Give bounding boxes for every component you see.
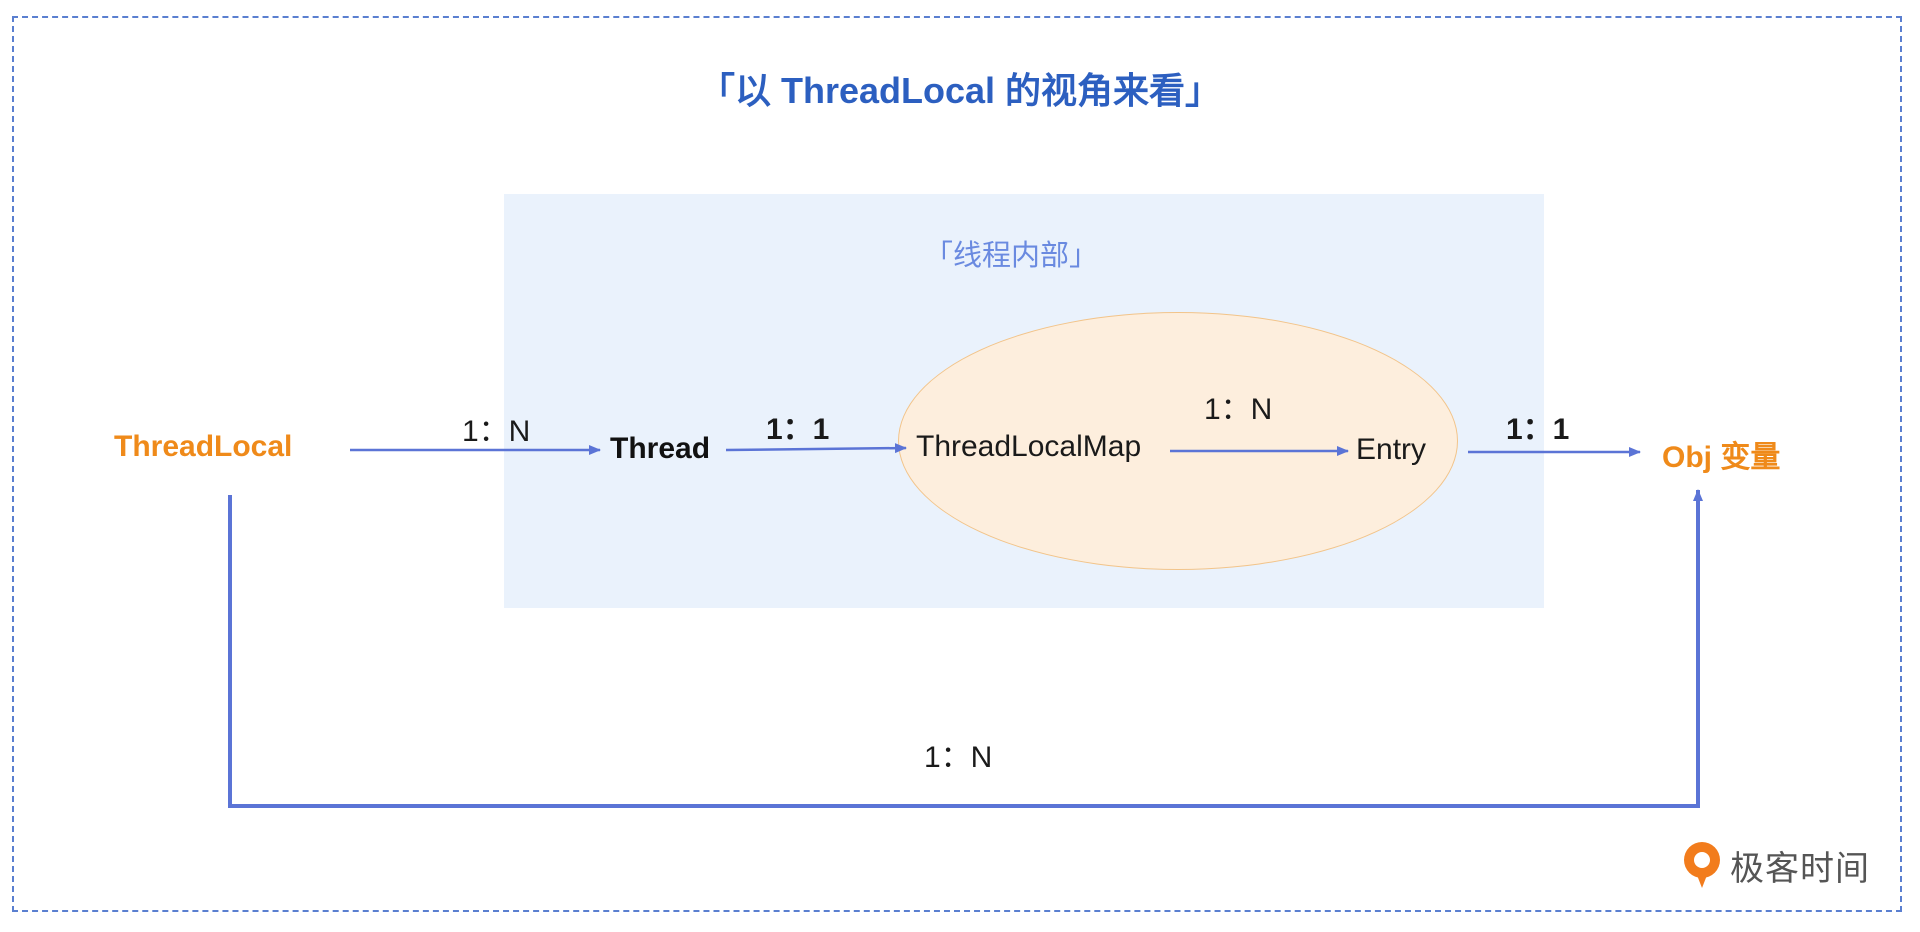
geektime-logo: 极客时间 bbox=[1680, 840, 1870, 890]
ratio-threadlocal-thread: 1：N bbox=[462, 415, 531, 448]
diagram-frame bbox=[12, 16, 1902, 912]
node-thread: Thread bbox=[610, 432, 711, 465]
thread-internal-label: 「线程内部」 bbox=[924, 240, 1099, 272]
ratio-thread-map: 1：1 bbox=[766, 413, 830, 446]
ratio-threadlocal-obj: 1：N bbox=[924, 741, 993, 774]
geektime-logo-icon bbox=[1684, 842, 1720, 888]
ratio-entry-obj: 1：1 bbox=[1506, 413, 1570, 446]
arrow-threadlocal-obj bbox=[228, 489, 1703, 808]
node-threadlocal: ThreadLocal bbox=[114, 430, 293, 463]
ratio-map-entry: 1：N bbox=[1204, 393, 1273, 426]
node-threadlocalmap: ThreadLocalMap bbox=[916, 430, 1142, 463]
logo-text: 极客时间 bbox=[1730, 849, 1870, 888]
diagram-title: 「以 ThreadLocal 的视角来看」 bbox=[698, 70, 1222, 111]
node-entry: Entry bbox=[1356, 433, 1427, 466]
node-obj: Obj 变量 bbox=[1662, 441, 1781, 474]
threadlocalmap-ellipse bbox=[898, 312, 1458, 570]
arrow-thread-map bbox=[725, 443, 907, 454]
